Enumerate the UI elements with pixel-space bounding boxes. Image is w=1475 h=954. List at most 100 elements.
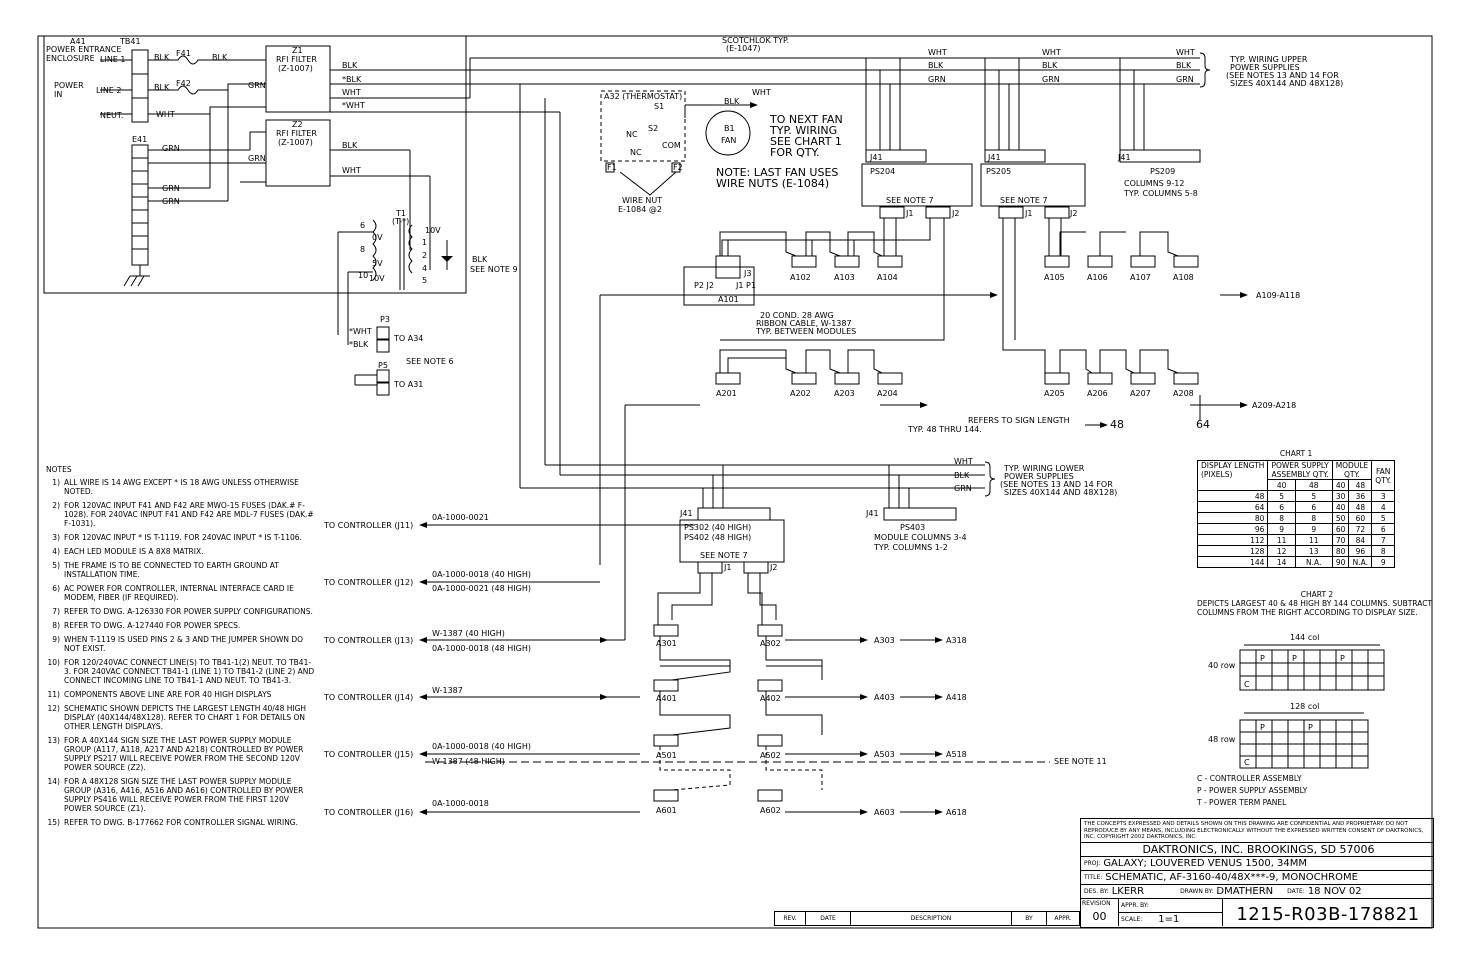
rev-col-date: DATE [806,912,851,925]
chart1-cell: 96 [1196,523,1269,535]
des-value: LKERR [1111,886,1145,897]
note-number: 4) [52,547,60,556]
chart2-c-1: C [1244,680,1250,689]
tap-10v-b: 10V [425,226,441,235]
wire-grn-1: GRN [248,81,266,90]
note-item: 7)REFER TO DWG. A-126330 FOR POWER SUPPL… [46,607,316,616]
mod-a206: A206 [1087,389,1108,398]
mod-a301: A301 [656,639,677,648]
chart1-cell: 9 [1371,556,1396,568]
enclosure-label1: POWER ENTRANCE [46,45,121,54]
thermostat-f1: F1 [607,163,617,172]
chart2-p-1: P [1260,654,1265,663]
date-label: DATE: [1287,888,1305,895]
t1-id: T1 [395,209,406,218]
ps209-typ: TYP. COLUMNS 5-8 [1123,189,1198,198]
wire-grn-2: GRN [162,144,180,153]
sign-length-64: 64 [1196,418,1210,431]
t1-pin-2: 2 [422,251,427,260]
chart1-cell: 84 [1348,534,1373,546]
row1-connectors [683,255,1199,306]
chart2-side-2: 48 row [1208,735,1236,744]
bus-grn-1: GRN [928,75,946,84]
designer-row: DES. BY:LKERR DRAWN BY:DMATHERN DATE:18 … [1081,885,1433,899]
lower-note-3: (SEE NOTES 13 AND 14 FOR [1000,480,1113,489]
thermostat-com: COM [662,141,681,150]
ps302-j1: J1 [723,563,731,572]
chart1-h-ps-1: POWER SUPPLY [1271,461,1329,470]
power-in-1: POWER [54,81,84,90]
filter-z2 [265,119,331,187]
date-value: 18 NOV 02 [1307,886,1362,897]
note-number: 14) [47,777,60,786]
mod-a208: A208 [1173,389,1194,398]
revision-label: REVISION [1082,900,1111,907]
t1-pin-1: 1 [422,238,427,247]
legend-t: T - POWER TERM PANEL [1197,798,1287,807]
ps403-cols: MODULE COLUMNS 3-4 [874,533,967,542]
mod-a418: A418 [946,693,967,702]
ctrl-j16-c1: 0A-1000-0018 [432,799,489,808]
upper-note-1: TYP. WIRING UPPER [1229,55,1308,64]
mod-a618: A618 [946,808,967,817]
tap-8: 8 [360,245,365,254]
note-item: 4)EACH LED MODULE IS A 8X8 MATRIX. [46,547,316,556]
proj-label: PROJ: [1084,860,1101,867]
chart1-title: CHART 1 [1279,449,1313,458]
t1-pin-4: 4 [422,264,427,273]
notes-section: NOTES 1)ALL WIRE IS 14 AWG EXCEPT * IS 1… [46,465,316,832]
revision-value: 00 [1092,910,1107,923]
proj-value: GALAXY; LOUVERED VENUS 1500, 34MM [1103,858,1308,869]
mod-a403: A403 [874,693,895,702]
sheet-border [37,35,1433,929]
wire-grn-5: GRN [162,197,180,206]
e41-label: E41 [132,135,147,144]
note-text: WHEN T-1119 IS USED PINS 2 & 3 AND THE J… [64,635,304,653]
row2-connectors [715,372,1199,385]
confidential-notice: THE CONCEPTS EXPRESSED AND DETAILS SHOWN… [1081,819,1433,843]
chart1-cell: 60 [1348,512,1373,524]
title-value: SCHEMATIC, AF-3160-40/48X***-9, MONOCHRO… [1105,872,1358,883]
ps204-j41: J41 [869,153,883,162]
ps302-j41: J41 [679,509,693,518]
ps205-label: PS205 [986,167,1011,176]
note-item: 13)FOR A 40X144 SIGN SIZE THE LAST POWER… [46,736,316,772]
chart1-sub: 48 [1348,479,1373,491]
lower-note-1: TYP. WIRING LOWER [1003,464,1085,473]
chart2-title: CHART 2 [1300,590,1334,599]
bus-wht-3: WHT [1176,48,1195,57]
chart1-cell: 60 [1331,523,1350,535]
note-text: THE FRAME IS TO BE CONNECTED TO EARTH GR… [64,561,279,579]
title-block: THE CONCEPTS EXPRESSED AND DETAILS SHOWN… [1080,818,1434,928]
mod-a204: A204 [877,389,898,398]
note-text: FOR A 48X128 SIGN SIZE THE LAST POWER SU… [64,777,304,813]
mod-a203: A203 [834,389,855,398]
chart1-h-ps-2: ASSEMBLY QTY. [1271,470,1329,479]
bus-blk-2: BLK [1042,61,1058,70]
chart1-cell: 12 [1267,545,1296,557]
note-item: 12)SCHEMATIC SHOWN DEPICTS THE LARGEST L… [46,704,316,731]
chart1-cell: 36 [1348,490,1373,502]
wire-blk-3: BLK [154,83,170,92]
fan-next-4: FOR QTY. [770,146,820,159]
wire-blk-4: BLK [342,61,358,70]
fan-next-3: SEE CHART 1 [770,135,842,148]
chart2-side-1: 40 row [1208,661,1236,670]
mod-a105: A105 [1044,273,1065,282]
ps205-box [980,163,1086,207]
tap-6: 6 [360,221,365,230]
note-number: 10) [47,658,60,667]
chart1-cell: 64 [1196,501,1269,513]
chart1-cell: 50 [1331,512,1350,524]
z1-part: (Z-1007) [278,64,313,73]
mod-a207: A207 [1130,389,1151,398]
note-item: 2)FOR 120VAC INPUT F41 AND F42 ARE MWO-1… [46,501,316,528]
des-label: DES. BY: [1084,888,1109,895]
z2-name: RFI FILTER [276,129,317,138]
chart1-cell: 3 [1371,490,1396,502]
